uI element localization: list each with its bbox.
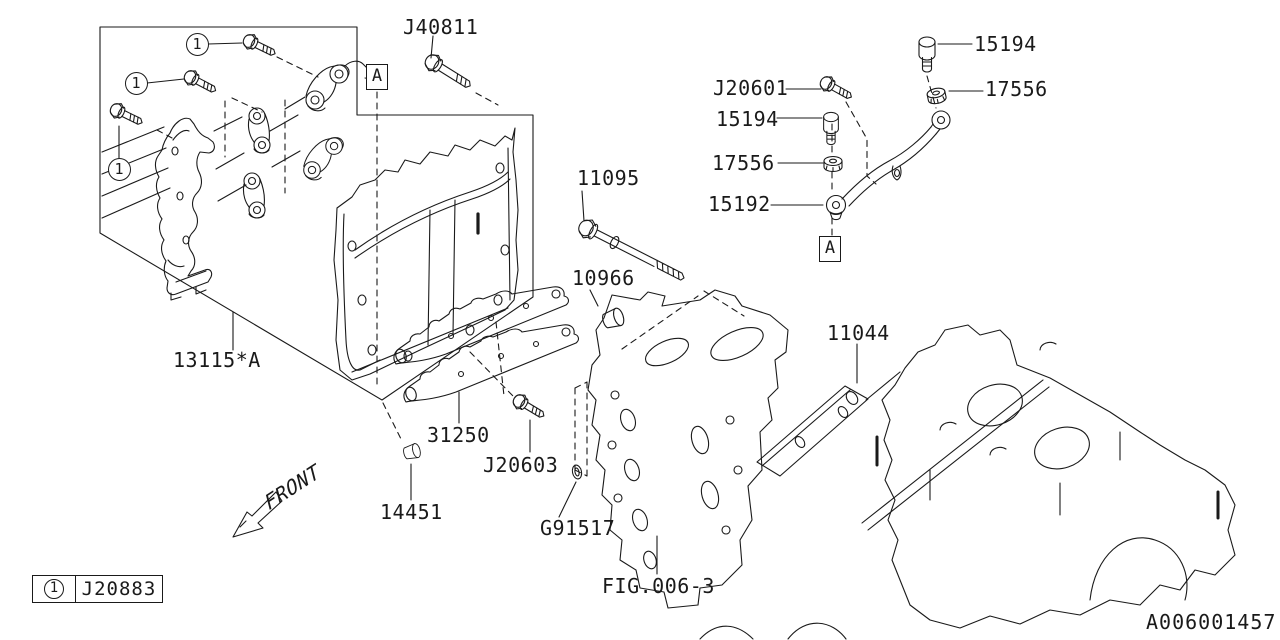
part-label-17556: 17556 [985, 77, 1048, 101]
leader-lines [118, 35, 984, 575]
circled-callout-1: 1 [185, 32, 209, 56]
front-arrow-icon [232, 491, 283, 538]
part-label-j20601: J20601 [713, 76, 789, 100]
oil-pipe-assembly-shape [825, 110, 951, 221]
drawing-number: A006001457 [1146, 610, 1277, 634]
part-label-j20603: J20603 [483, 453, 559, 477]
circled-callout-3: 1 [107, 157, 131, 181]
boxed-callout-1: A [366, 64, 388, 90]
legend-callout-cell: 1 [33, 576, 76, 602]
dashed-construction-lines [156, 56, 937, 477]
assembly-enclosure-box [99, 26, 534, 401]
part-label-15194: 15194 [716, 107, 779, 131]
part-label-31250: 31250 [427, 423, 490, 447]
part-label-15192: 15192 [708, 192, 771, 216]
circled-callout-2: 1 [124, 71, 148, 95]
banjo-fitting-15192 [825, 194, 847, 221]
part-label-fig-006-3: FIG.006-3 [602, 574, 715, 598]
boxed-callout-2: A [819, 236, 841, 262]
part-label-15194: 15194 [974, 32, 1037, 56]
legend-box: 1 J20883 [32, 575, 163, 603]
valve-cover-shape [333, 127, 519, 381]
cam-cap-small-shapes [242, 107, 271, 219]
part-label-13115-a: 13115*A [173, 348, 261, 372]
part-label-11095: 11095 [577, 166, 640, 190]
cam-cap-large-shapes [303, 60, 371, 181]
cylinder-head-shape [587, 289, 847, 640]
engine-block-shape [861, 324, 1236, 629]
legend-circled-number: 1 [44, 579, 64, 599]
part-label-14451: 14451 [380, 500, 443, 524]
part-label-17556: 17556 [712, 151, 775, 175]
legend-part-number: J20883 [81, 578, 157, 600]
baffle-plate-shape [154, 117, 215, 301]
part-label-10966: 10966 [572, 266, 635, 290]
part-label-front: FRONT [260, 458, 324, 515]
part-label-g91517: G91517 [540, 516, 616, 540]
head-gasket-shape [756, 371, 901, 477]
part-label-11044: 11044 [827, 321, 890, 345]
part-label-j40811: J40811 [403, 15, 479, 39]
